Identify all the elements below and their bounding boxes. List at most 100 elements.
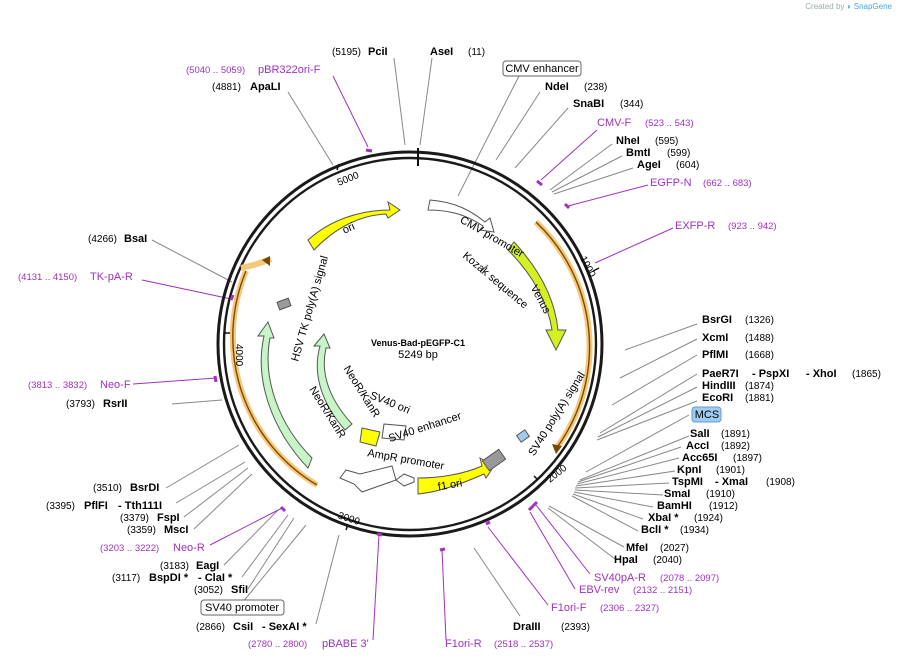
ruler-tick-4000: 4000 xyxy=(233,344,244,367)
site-bspdi-pos: (3117) xyxy=(112,573,140,584)
site-bcli: BclI * xyxy=(641,524,669,536)
site-bamhi-pos: (1912) xyxy=(709,501,738,512)
site-tspmi-pos: (1908) xyxy=(766,477,795,488)
site-ecori: EcoRI xyxy=(702,392,733,404)
site-snabi: SnaBI xyxy=(573,98,604,110)
snapgene-brand-text: SnapGene xyxy=(853,2,892,11)
primer-pbr322ori: pBR322ori-F xyxy=(258,64,321,76)
primer-ticks xyxy=(213,148,571,552)
sv40-polya-box xyxy=(481,448,507,472)
site-snabi-pos: (344) xyxy=(620,99,643,110)
orf-arcs-inner xyxy=(232,221,591,486)
site-nhel: NheI xyxy=(616,135,640,147)
site-pflfi-pos: (3395) xyxy=(46,501,75,512)
site-pspxi: - PspXI xyxy=(752,368,789,380)
boxed-labels: CMV enhancer MCS SV40 promoter xyxy=(200,60,722,616)
venus-arrow xyxy=(507,241,567,352)
site-msci: MscI xyxy=(164,524,188,536)
site-bsrgi: BsrGI xyxy=(702,314,732,326)
feature-shapes xyxy=(257,199,567,495)
site-bcli-pos: (1934) xyxy=(680,525,709,536)
feature-label-ori: ori xyxy=(341,221,357,237)
site-smai-pos: (1910) xyxy=(706,489,735,500)
site-rsrii-pos: (3793) xyxy=(66,399,95,410)
primer-exfpr-pos: (923 .. 942) xyxy=(728,221,777,232)
feature-labels: ori CMV promoter Kozak sequence Venus HS… xyxy=(289,214,587,493)
site-agel: AgeI xyxy=(637,159,661,171)
site-pflmi-pos: (1668) xyxy=(745,350,774,361)
site-bsrdi-pos: (3510) xyxy=(93,483,122,494)
plasmid-size: 5249 bp xyxy=(398,349,438,361)
site-fspi-pos: (3379) xyxy=(120,513,149,524)
site-sali: SalI xyxy=(690,428,710,440)
site-asel-pos: (11) xyxy=(468,47,485,58)
site-bsrgi-pos: (1326) xyxy=(745,315,774,326)
primer-egfpn-pos: (662 .. 683) xyxy=(703,178,752,189)
site-hpai: HpaI xyxy=(614,554,638,566)
primer-exfpr: EXFP-R xyxy=(675,220,715,232)
site-tspmi: TspMI xyxy=(672,476,703,488)
site-bmti: BmtI xyxy=(626,147,650,159)
site-hindiii-pos: (1874) xyxy=(745,381,774,392)
mcs-label: MCS xyxy=(695,409,719,421)
site-pcil-pos: (5195) xyxy=(332,47,361,58)
site-sexai: - SexAI * xyxy=(262,621,307,633)
site-eagi-pos: (3183) xyxy=(160,561,189,572)
site-acci-pos: (1892) xyxy=(721,441,750,452)
ampr-small-arrow xyxy=(395,473,415,487)
site-pflmi: PflMI xyxy=(702,349,728,361)
neo-arrow-inner xyxy=(312,333,353,431)
site-csii: CsiI xyxy=(233,621,253,633)
primer-f1orir-pos: (2518 .. 2537) xyxy=(494,639,553,650)
site-xbai-pos: (1924) xyxy=(694,513,723,524)
primer-neor-pos: (3203 .. 3222) xyxy=(100,543,159,554)
primer-tkpar: TK-pA-R xyxy=(90,271,133,283)
restriction-sites: (5195) PciI AseI (11) (4881) ApaLI NdeI … xyxy=(46,46,881,633)
site-hindiii: HindIII xyxy=(702,380,736,392)
site-sali-pos: (1891) xyxy=(721,429,750,440)
primer-pbabe3: pBABE 3' xyxy=(322,638,369,650)
primer-sv40par-pos: (2078 .. 2097) xyxy=(660,573,719,584)
site-kpni-pos: (1901) xyxy=(716,465,745,476)
primer-f1orir: F1ori-R xyxy=(445,638,482,650)
primer-cmvf-pos: (523 .. 543) xyxy=(645,118,694,129)
site-mfei-pos: (2027) xyxy=(660,543,689,554)
feature-label-f1-ori: f1 ori xyxy=(437,477,463,493)
site-msci-pos: (3359) xyxy=(127,525,156,536)
site-pcil: PciI xyxy=(368,46,388,58)
primer-pbr322ori-pos: (5040 .. 5059) xyxy=(186,65,245,76)
site-csii-pos: (2866) xyxy=(196,622,225,633)
sv40-enhancer-box xyxy=(381,423,407,441)
site-fspi: FspI xyxy=(157,512,180,524)
primer-labels: (5040 .. 5059) pBR322ori-F CMV-F (523 ..… xyxy=(18,64,777,650)
orf-arrowhead xyxy=(262,256,270,266)
kozak-marker xyxy=(479,264,489,273)
site-clai: - ClaI * xyxy=(198,572,233,584)
site-apali: ApaLI xyxy=(250,81,281,93)
site-bspdi: BspDI * xyxy=(149,572,189,584)
feature-label-ampr-promoter: AmpR promoter xyxy=(367,447,446,472)
f1-ori-arrow xyxy=(417,456,495,495)
hsv-tk-signal-box xyxy=(276,297,292,311)
site-acci: AccI xyxy=(686,440,709,452)
sv40-promoter-label: SV40 promoter xyxy=(205,602,279,614)
site-bmti-pos: (599) xyxy=(667,148,690,159)
primer-egfpn: EGFP-N xyxy=(650,177,692,189)
site-draiii: DraIII xyxy=(513,621,541,633)
primer-sv40par: SV40pA-R xyxy=(594,572,646,584)
site-asel: AseI xyxy=(430,46,453,58)
primer-f1orif: F1ori-F xyxy=(551,602,587,614)
site-draiii-pos: (2393) xyxy=(561,622,590,633)
primer-neof: Neo-F xyxy=(100,379,131,391)
site-eagi: EagI xyxy=(196,560,219,572)
leader-lines xyxy=(151,57,698,625)
neo-arrow-outer xyxy=(257,320,313,469)
site-paer7i-pos: (1865) xyxy=(852,369,881,380)
site-xcmi-pos: (1488) xyxy=(745,333,774,344)
backbone xyxy=(216,148,604,538)
site-bsrdi: BsrDI xyxy=(130,482,159,494)
primer-f1orif-pos: (2306 .. 2327) xyxy=(600,603,659,614)
primer-tkpar-pos: (4131 .. 4150) xyxy=(18,272,77,283)
